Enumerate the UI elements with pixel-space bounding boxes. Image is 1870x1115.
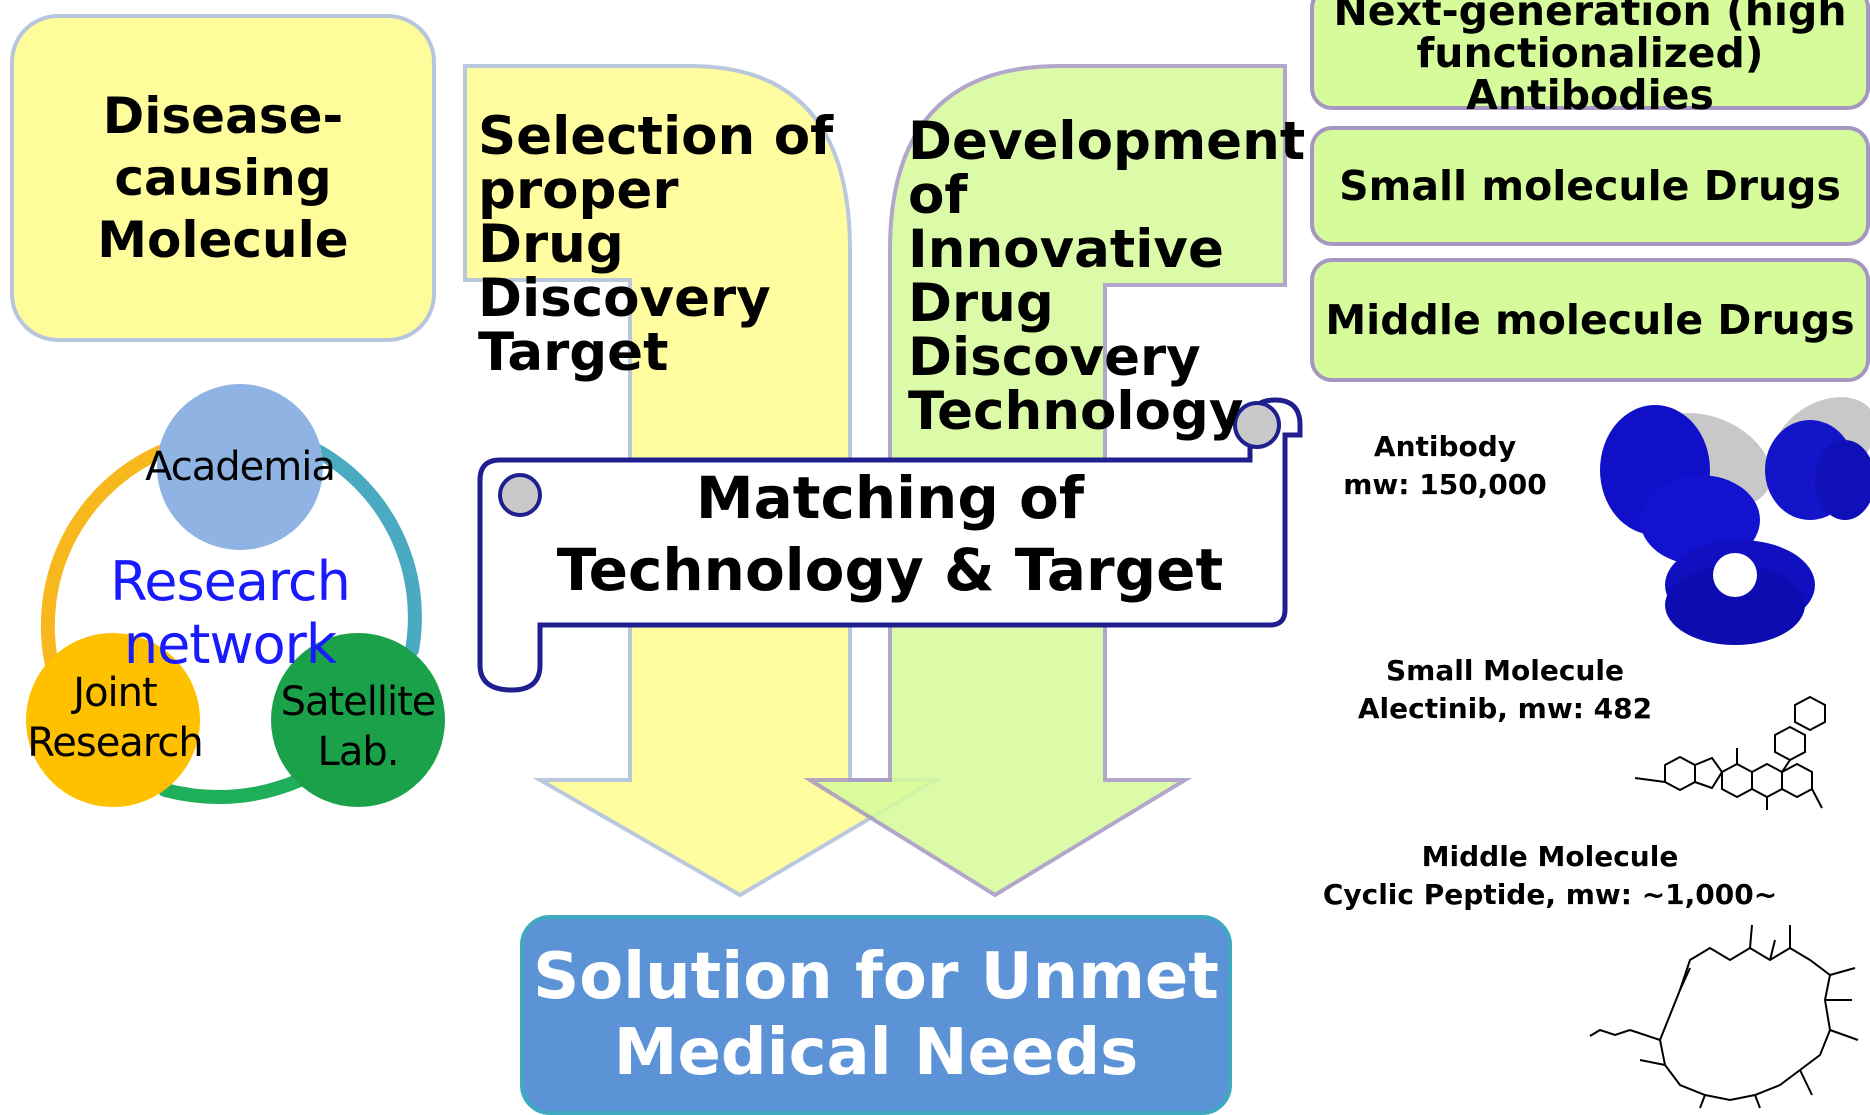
middle-molecule-title: Middle Molecule	[1421, 840, 1679, 873]
joint-research-node	[26, 633, 200, 807]
antibody-caption: Antibody mw: 150,000	[1330, 428, 1560, 504]
academia-label: Academia	[145, 444, 336, 490]
research-network-ring	[40, 441, 422, 805]
small-molecule-modality-label: Small molecule Drugs	[1339, 162, 1841, 210]
satellite-lab-node	[271, 633, 445, 807]
academia-node	[157, 384, 323, 550]
antibody-title: Antibody	[1373, 430, 1517, 463]
joint-research-label: Joint Research	[27, 670, 203, 766]
small-molecule-detail: Alectinib, mw: 482	[1357, 692, 1653, 725]
disease-molecule-box: Disease-causing Molecule	[10, 14, 436, 342]
target-selection-text: Selection of proper Drug Discovery Targe…	[478, 106, 834, 383]
matching-text: Matching of Technology & Target	[556, 464, 1224, 604]
antibody-structure-image	[1600, 397, 1870, 645]
small-molecule-modality-box: Small molecule Drugs	[1310, 126, 1870, 246]
small-molecule-title: Small Molecule	[1386, 654, 1624, 687]
middle-molecule-modality-label: Middle molecule Drugs	[1325, 296, 1855, 344]
middle-molecule-detail: Cyclic Peptide, mw: ~1,000~	[1322, 878, 1778, 911]
technology-development-text: Development of Innovative Drug Discovery…	[908, 111, 1306, 442]
research-network-label: Research network	[110, 550, 351, 676]
small-molecule-caption: Small Molecule Alectinib, mw: 482	[1340, 652, 1670, 728]
antibodies-modality-box: Next-generation (high functionalized) An…	[1310, 0, 1870, 116]
antibodies-modality-label: Next-generation (high functionalized) An…	[1333, 0, 1847, 119]
middle-molecule-modality-box: Middle molecule Drugs	[1310, 258, 1870, 382]
antibody-mw: mw: 150,000	[1343, 468, 1547, 501]
middle-molecule-caption: Middle Molecule Cyclic Peptide, mw: ~1,0…	[1320, 838, 1780, 914]
solution-label: Solution for Unmet Medical Needs	[533, 940, 1219, 1090]
disease-molecule-label: Disease-causing Molecule	[97, 87, 349, 269]
solution-box: Solution for Unmet Medical Needs	[520, 915, 1232, 1115]
alectinib-structure-image	[1634, 695, 1826, 810]
satellite-lab-label: Satellite Lab.	[280, 679, 437, 775]
cyclic-peptide-structure-image	[1589, 924, 1859, 1109]
matching-scroll	[477, 397, 1303, 693]
